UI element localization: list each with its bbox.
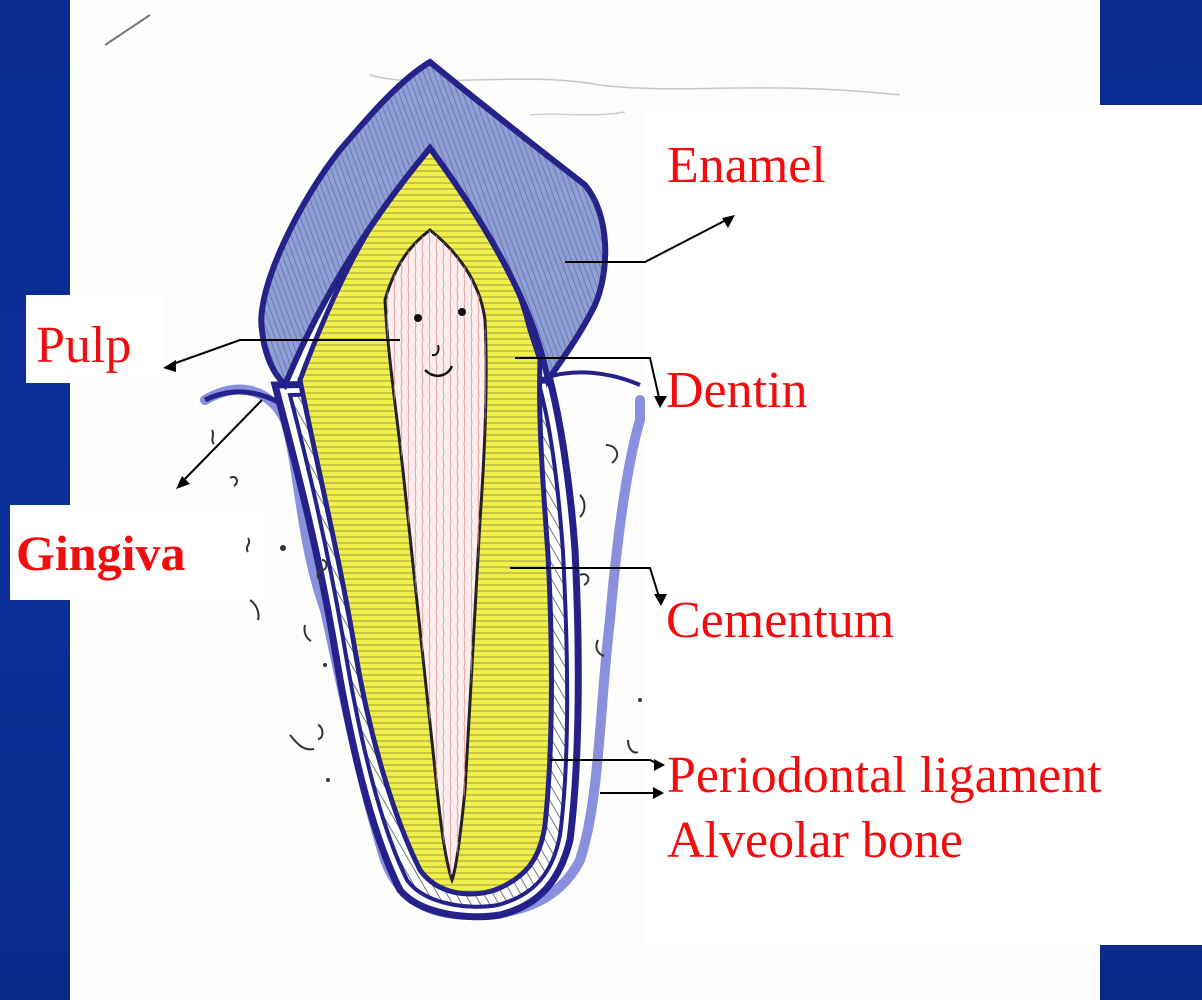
gingiva-edge-right bbox=[545, 372, 640, 385]
faint-handwriting bbox=[530, 112, 625, 115]
pulp-face-eye bbox=[458, 308, 466, 316]
pencil-mark bbox=[105, 15, 150, 45]
label-dentin: Dentin bbox=[666, 365, 808, 417]
label-enamel: Enamel bbox=[667, 140, 826, 192]
label-periodontal-ligament: Periodontal ligament bbox=[667, 750, 1102, 802]
pulp-face-eye bbox=[414, 314, 422, 322]
label-pulp: Pulp bbox=[36, 320, 131, 372]
label-alveolar-bone: Alveolar bone bbox=[667, 815, 963, 867]
label-gingiva: Gingiva bbox=[16, 528, 185, 578]
label-cementum: Cementum bbox=[666, 595, 894, 647]
